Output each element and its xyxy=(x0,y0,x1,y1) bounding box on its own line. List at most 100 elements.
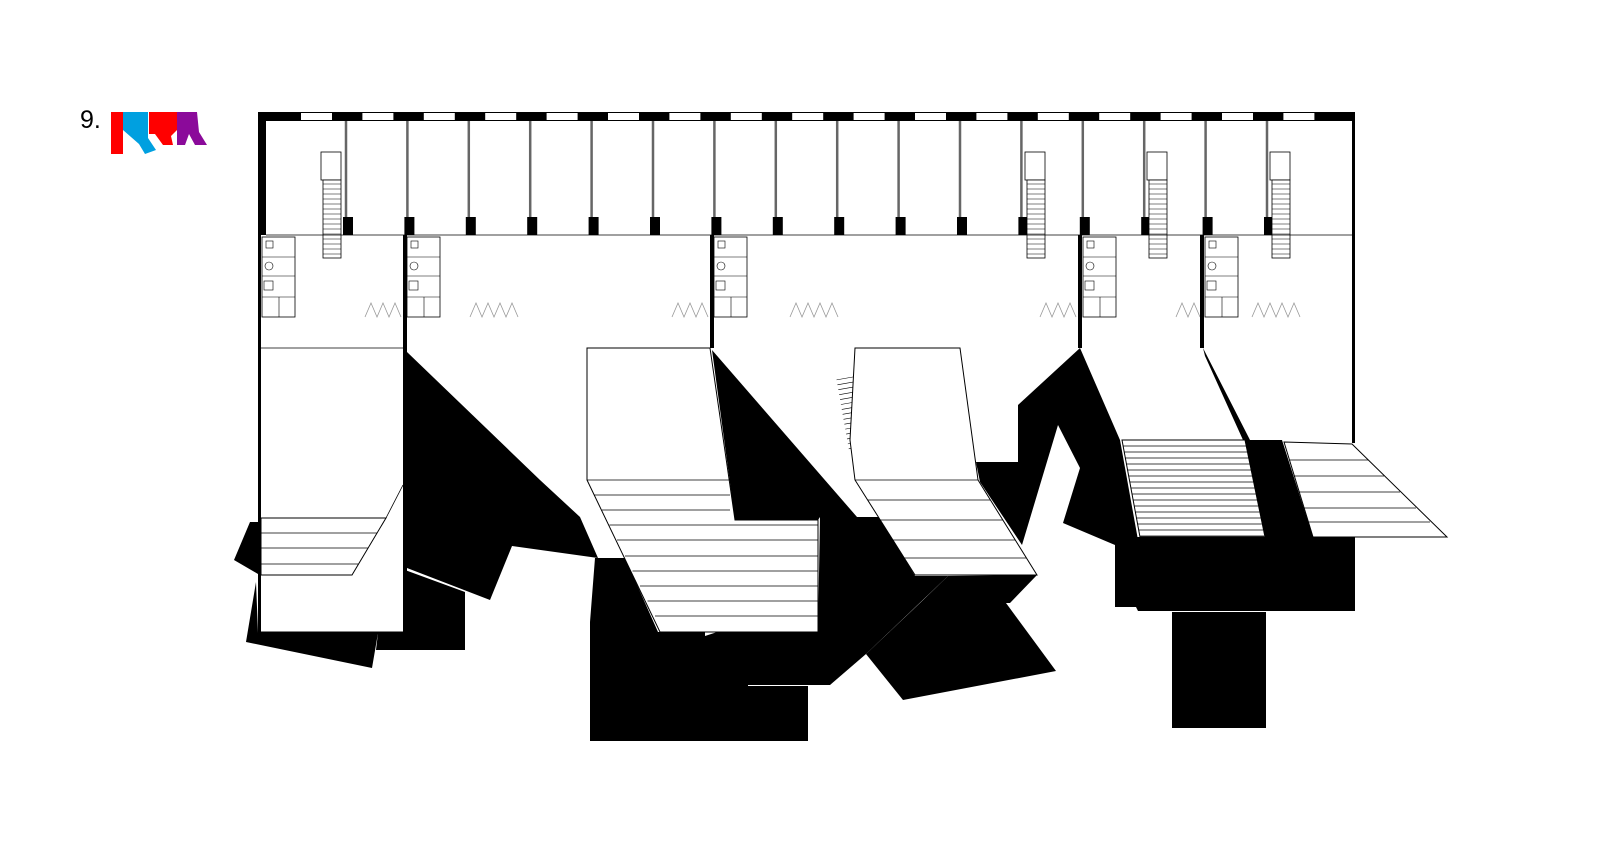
mass xyxy=(246,582,378,668)
facade-window xyxy=(976,113,1008,120)
pier xyxy=(343,217,353,235)
stair-landing xyxy=(1269,151,1291,181)
facade-window xyxy=(1160,113,1192,120)
pier xyxy=(711,217,722,235)
stair-flight xyxy=(849,347,1038,576)
facade-window xyxy=(1037,113,1069,120)
facade-window xyxy=(546,113,578,120)
kitchen-units xyxy=(261,236,1239,318)
pier xyxy=(465,217,476,235)
hob-icon xyxy=(1207,261,1217,271)
pier xyxy=(404,217,415,235)
pier xyxy=(1264,217,1274,235)
pier xyxy=(588,217,599,235)
unit-wall-3 xyxy=(1078,235,1082,348)
oven-icon xyxy=(408,280,419,291)
pier xyxy=(527,217,538,235)
oven-icon xyxy=(715,280,726,291)
facade-window xyxy=(423,113,455,120)
right-wall xyxy=(1352,112,1355,443)
exterior-stairs xyxy=(260,347,1449,633)
facade-window xyxy=(362,113,394,120)
facade-window xyxy=(669,113,701,120)
mass xyxy=(590,558,808,741)
unit-wall-4 xyxy=(1200,235,1204,348)
sink-icon xyxy=(1208,240,1217,249)
zigzag-curtain xyxy=(469,301,519,319)
pier xyxy=(834,217,845,235)
mass xyxy=(866,603,1056,700)
mass xyxy=(920,575,1037,603)
mass xyxy=(1203,348,1313,537)
logo-shape-purple xyxy=(177,112,207,145)
zigzag-curtain xyxy=(671,301,709,319)
sink-icon xyxy=(1086,240,1095,249)
facade-window xyxy=(915,113,946,120)
zigzag-partitions xyxy=(364,301,1301,319)
logo-shape-red xyxy=(149,112,177,145)
hob-icon xyxy=(716,261,726,271)
hob-icon xyxy=(264,261,274,271)
zigzag-curtain xyxy=(789,301,839,319)
pier xyxy=(895,217,906,235)
stair-tread xyxy=(837,381,856,386)
stair-landing xyxy=(1024,151,1046,181)
mass xyxy=(1172,612,1266,728)
hob-icon xyxy=(1085,261,1095,271)
facade-window xyxy=(730,113,762,120)
oven-icon xyxy=(1084,280,1095,291)
stair-tread xyxy=(836,376,855,381)
sink-icon xyxy=(717,240,726,249)
unit-wall-2 xyxy=(710,235,714,348)
logo-icon xyxy=(111,112,207,154)
facade-window xyxy=(1222,113,1253,120)
mass xyxy=(748,517,948,685)
kitchen-counter xyxy=(261,236,296,318)
stair-flight xyxy=(260,517,387,576)
pier xyxy=(1202,217,1213,235)
facade-window xyxy=(792,113,824,120)
facade-wall xyxy=(258,112,1355,121)
stair-flight xyxy=(1121,439,1266,538)
ramp-line xyxy=(385,484,404,519)
pier xyxy=(957,217,967,235)
stair-landing xyxy=(1146,151,1168,181)
stair-treads xyxy=(261,445,1430,617)
mass xyxy=(712,350,857,520)
left-wall-lower xyxy=(258,235,261,633)
oven-icon xyxy=(263,280,274,291)
pier xyxy=(650,217,660,235)
pier xyxy=(772,217,783,235)
oven-icon xyxy=(1206,280,1217,291)
facade-window xyxy=(301,113,332,120)
zigzag-curtain xyxy=(1039,301,1077,319)
left-wall-upper xyxy=(258,112,266,235)
mass xyxy=(234,522,258,574)
hob-icon xyxy=(409,261,419,271)
figure-number: 9. xyxy=(80,106,101,134)
facade-window xyxy=(1283,113,1315,120)
stair-flight xyxy=(1283,441,1449,538)
black-landscape-masses xyxy=(234,348,1355,741)
structural-piers xyxy=(343,121,1274,235)
kitchen-counter xyxy=(1082,236,1117,318)
mass xyxy=(976,348,1138,545)
facade-window xyxy=(608,113,639,120)
facade-window xyxy=(485,113,517,120)
pier xyxy=(1018,217,1029,235)
sink-icon xyxy=(410,240,419,249)
mass xyxy=(376,570,465,650)
stair-flight xyxy=(586,347,819,633)
facade-window xyxy=(1099,113,1131,120)
mass xyxy=(407,352,598,600)
zigzag-curtain xyxy=(1251,301,1301,319)
kitchen-counter xyxy=(1204,236,1239,318)
logo-shape-blue xyxy=(123,112,156,154)
zigzag-curtain xyxy=(1175,301,1201,319)
zigzag-curtain xyxy=(364,301,402,319)
pier xyxy=(1141,217,1152,235)
unit-wall-1 xyxy=(403,235,407,633)
logo-bar-red xyxy=(111,112,123,154)
facade-window xyxy=(853,113,885,120)
